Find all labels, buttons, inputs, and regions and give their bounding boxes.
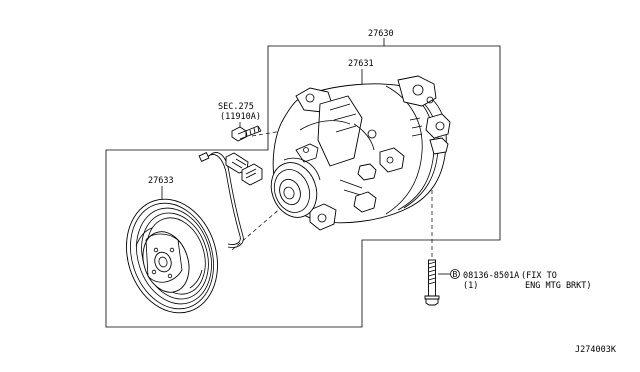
label-27633: 27633 xyxy=(148,176,174,186)
callout-symbol: B xyxy=(453,270,458,279)
label-bolt-qty: (1) xyxy=(463,281,478,291)
label-27631: 27631 xyxy=(348,59,374,69)
compressor-icon xyxy=(270,75,451,231)
upper-bolt-icon xyxy=(231,125,262,142)
wire-harness xyxy=(198,151,263,248)
label-11910a: (11910A) xyxy=(220,112,261,122)
label-27630: 27630 xyxy=(368,29,394,39)
lower-bolt-icon xyxy=(424,259,440,306)
callout-circle-icon xyxy=(450,269,460,279)
label-sec-275: SEC.275 xyxy=(218,102,254,112)
bolt-callout: B 08136-8501A (FIX TO (1) ENG MTG BRKT) xyxy=(438,269,592,291)
diagram-code: J274003K xyxy=(575,345,617,355)
clutch-pulley-icon xyxy=(126,198,218,314)
label-bolt-note2: ENG MTG BRKT) xyxy=(525,281,592,291)
centerline-upper-bolt xyxy=(251,127,301,137)
label-bolt-note1: (FIX TO xyxy=(521,271,557,281)
assembly-frame-27630 xyxy=(105,38,501,328)
label-bolt-part: 08136-8501A xyxy=(463,271,519,281)
